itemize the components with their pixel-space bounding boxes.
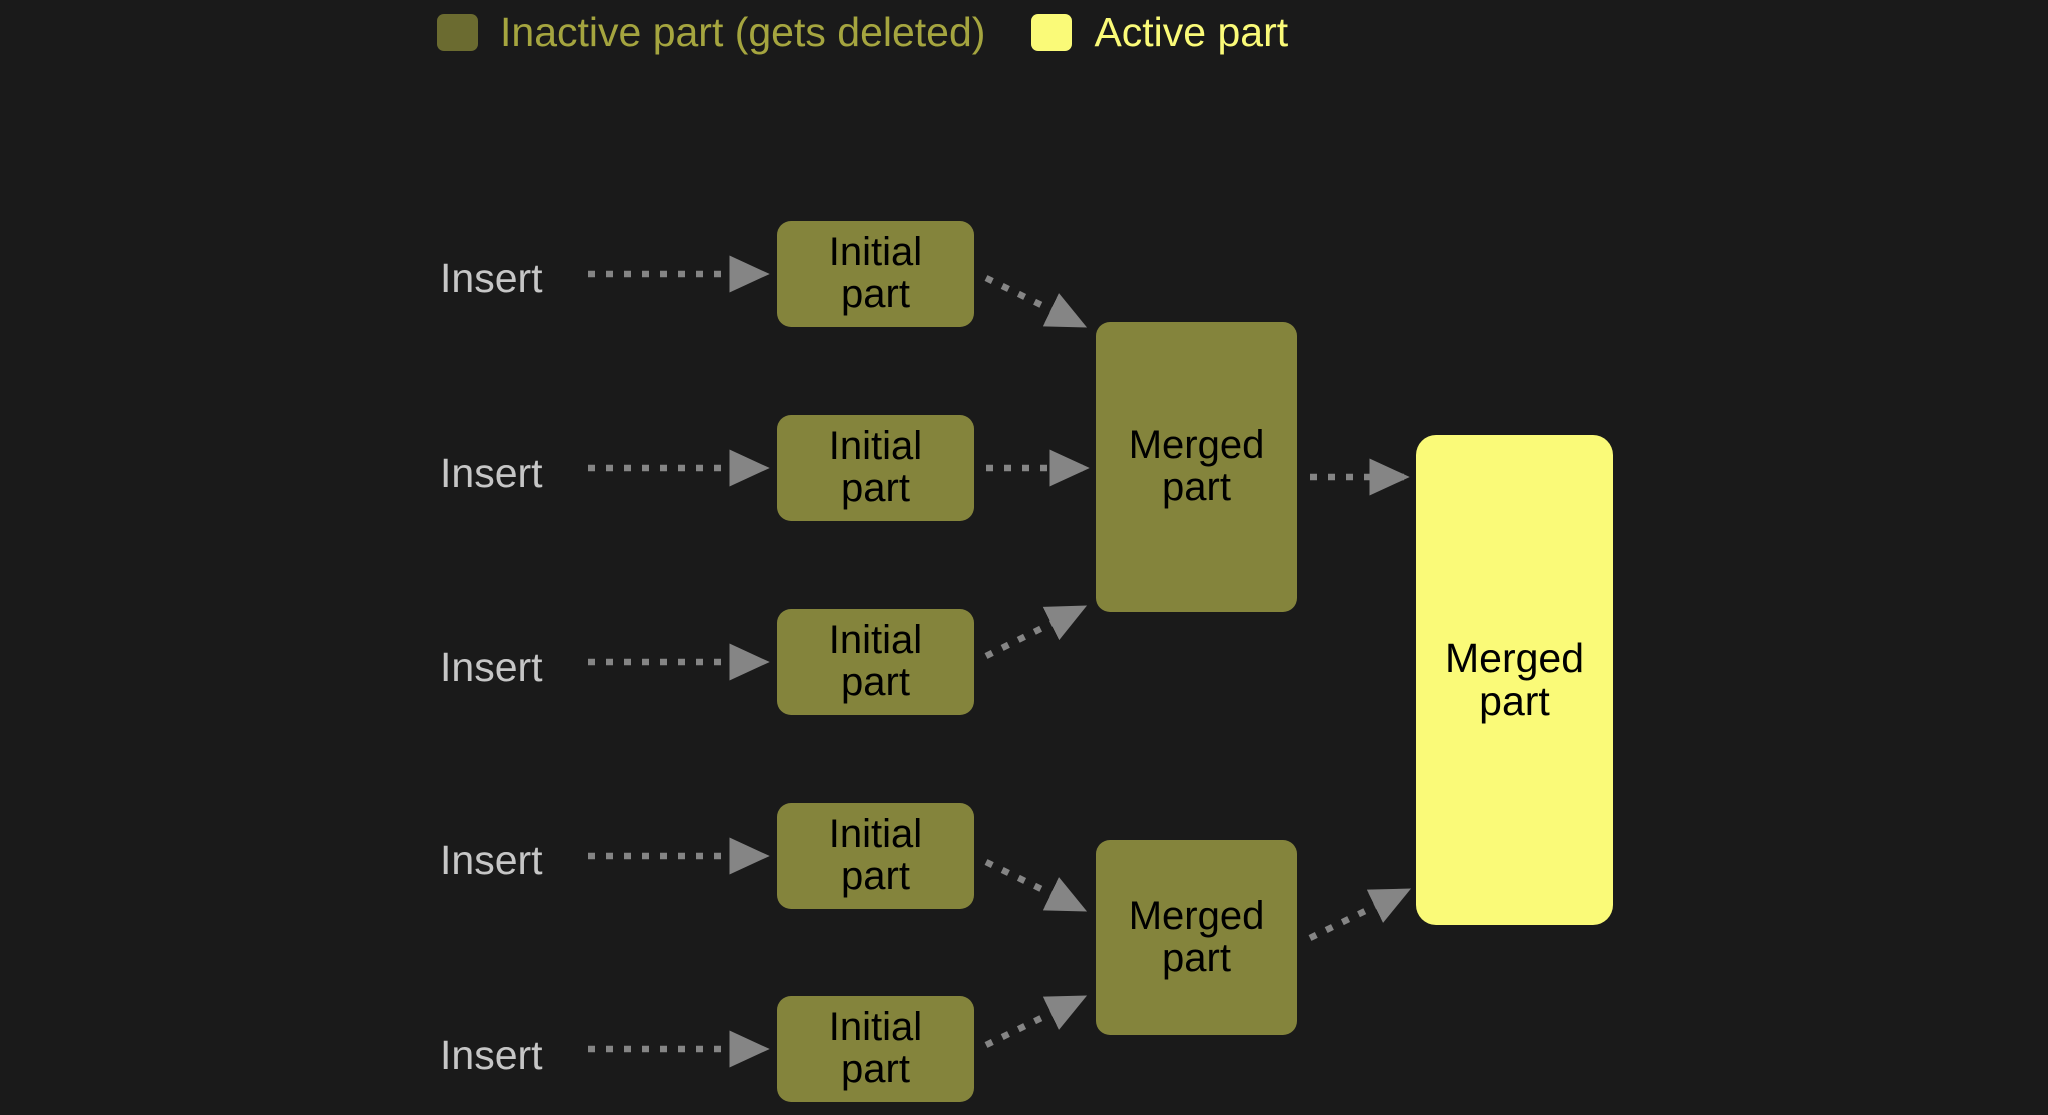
legend-item-inactive: Inactive part (gets deleted) — [437, 12, 985, 53]
node-merged-part-final[interactable]: Merged part — [1416, 435, 1613, 925]
insert-label-1: Insert — [440, 255, 543, 301]
edge-initial5-merged2 — [984, 995, 1088, 1048]
node-initial-part-1[interactable]: Initial part — [777, 221, 974, 327]
insert-label-3: Insert — [440, 644, 543, 690]
node-initial-part-4[interactable]: Initial part — [777, 803, 974, 909]
edge-initial3-merged1 — [984, 605, 1088, 659]
insert-label-4: Insert — [440, 837, 543, 883]
edge-initial4-merged2 — [984, 859, 1088, 912]
insert-label-5: Insert — [440, 1032, 543, 1078]
node-initial-part-5[interactable]: Initial part — [777, 996, 974, 1102]
edge-merged2-final — [1308, 888, 1412, 941]
node-initial-part-2[interactable]: Initial part — [777, 415, 974, 521]
node-merged-part-1[interactable]: Merged part — [1096, 322, 1297, 612]
node-initial-part-3[interactable]: Initial part — [777, 609, 974, 715]
legend-swatch-inactive-icon — [437, 14, 478, 51]
legend-label-inactive: Inactive part (gets deleted) — [500, 9, 986, 55]
legend-swatch-active-icon — [1031, 14, 1073, 51]
insert-label-2: Insert — [440, 450, 543, 496]
node-merged-part-2[interactable]: Merged part — [1096, 840, 1297, 1035]
legend-label-active: Active part — [1094, 9, 1289, 55]
legend-item-active: Active part — [1031, 12, 1288, 53]
legend: Inactive part (gets deleted) Active part — [437, 12, 1288, 53]
edge-initial1-merged1 — [984, 275, 1088, 328]
